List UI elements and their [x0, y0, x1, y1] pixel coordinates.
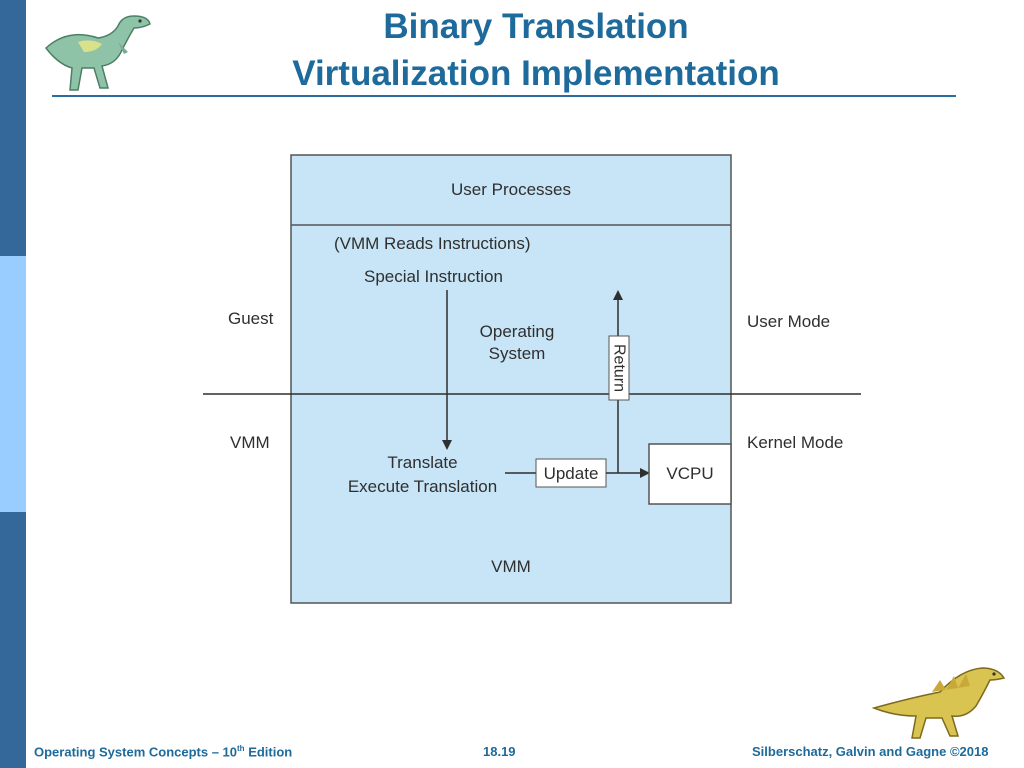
slide-title-line-1: Binary Translation: [383, 7, 689, 46]
left-accent-bar-top: [0, 0, 26, 256]
footer-book-title: Operating System Concepts – 10th Edition: [34, 744, 293, 760]
footer-page-number: 18.19: [483, 744, 516, 759]
update-label: Update: [543, 464, 599, 483]
vcpu-label: VCPU: [666, 464, 714, 483]
operating-system-label-line-2: System: [488, 344, 546, 363]
vmm-reads-instructions-label: (VMM Reads Instructions): [334, 234, 531, 253]
slide-title-line-2: Virtualization Implementation: [292, 54, 780, 93]
user-processes-label: User Processes: [451, 180, 571, 199]
vcpu-box: [648, 443, 732, 505]
binary-translation-diagram: Return User Processes (VMM Reads Instruc…: [200, 150, 870, 610]
left-accent-bar-bottom: [0, 512, 26, 768]
title-underline: [52, 95, 956, 97]
translate-label: Translate: [387, 453, 458, 472]
kernel-mode-label: Kernel Mode: [747, 433, 844, 452]
left-accent-bar-middle: [0, 256, 26, 512]
return-label-box: [608, 335, 630, 401]
execute-translation-label: Execute Translation: [347, 477, 498, 496]
guest-label: Guest: [228, 309, 274, 328]
vmm-guest-side-label: VMM: [230, 433, 270, 452]
update-box: [535, 458, 607, 488]
dinosaur-icon: [44, 15, 151, 91]
user-mode-label: User Mode: [747, 312, 831, 331]
vm-container-box: [290, 154, 732, 604]
vmm-bottom-label: VMM: [491, 557, 531, 576]
dinosaur-icon: [871, 667, 1006, 739]
operating-system-label-line-1: Operating: [479, 322, 555, 341]
special-instruction-label: Special Instruction: [364, 267, 503, 286]
footer-authors: Silberschatz, Galvin and Gagne ©2018: [752, 744, 989, 759]
diagram-canvas: Return: [203, 154, 861, 604]
return-label: Return: [611, 344, 628, 392]
